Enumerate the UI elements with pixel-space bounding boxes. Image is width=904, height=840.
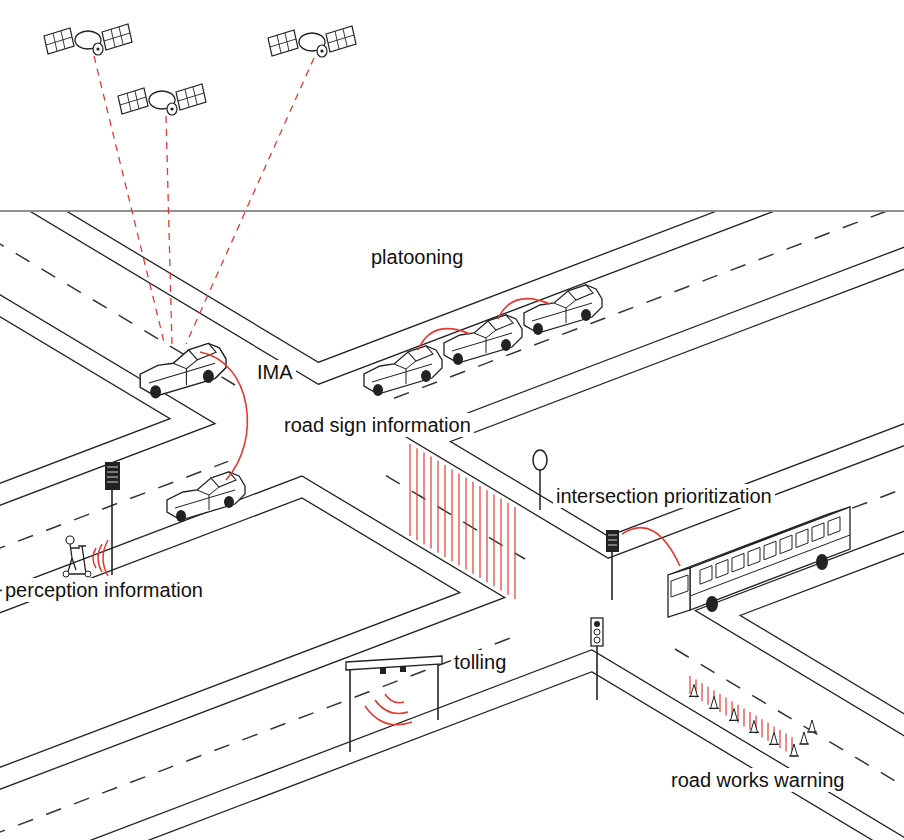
road-works — [689, 676, 817, 756]
platoon-car — [524, 285, 602, 335]
callout-label: IMA — [254, 360, 296, 384]
platoon-link — [498, 299, 550, 319]
callout-label: road sign information — [281, 413, 474, 437]
platoon-car — [444, 315, 522, 365]
platoon-link — [418, 329, 470, 350]
gnss-signal — [94, 56, 314, 346]
callout-label: tolling — [451, 650, 509, 674]
suv-car — [140, 343, 226, 398]
toll-gantry — [346, 656, 442, 752]
roadside-unit — [606, 528, 680, 600]
callout-label: platooning — [368, 245, 466, 269]
platoon-car — [364, 346, 442, 396]
callout-label: road works warning — [668, 768, 847, 792]
convertible-car — [167, 472, 245, 522]
traffic-light — [591, 618, 603, 700]
callout-label: perception information — [2, 578, 206, 602]
satellite-icon — [118, 84, 206, 115]
satellite-icon — [44, 24, 132, 55]
satellite-icon — [268, 26, 356, 57]
callout-label: intersection prioritization — [553, 484, 775, 508]
road-sign-zone — [410, 444, 547, 599]
lane-dashes — [0, 212, 904, 836]
ima-link — [200, 352, 247, 480]
scooter-rider — [63, 462, 120, 577]
bus-drawing — [668, 507, 850, 617]
satellite-group — [44, 24, 356, 346]
vehicles — [140, 285, 602, 522]
horizon-line — [0, 211, 904, 212]
road-network — [0, 212, 904, 840]
